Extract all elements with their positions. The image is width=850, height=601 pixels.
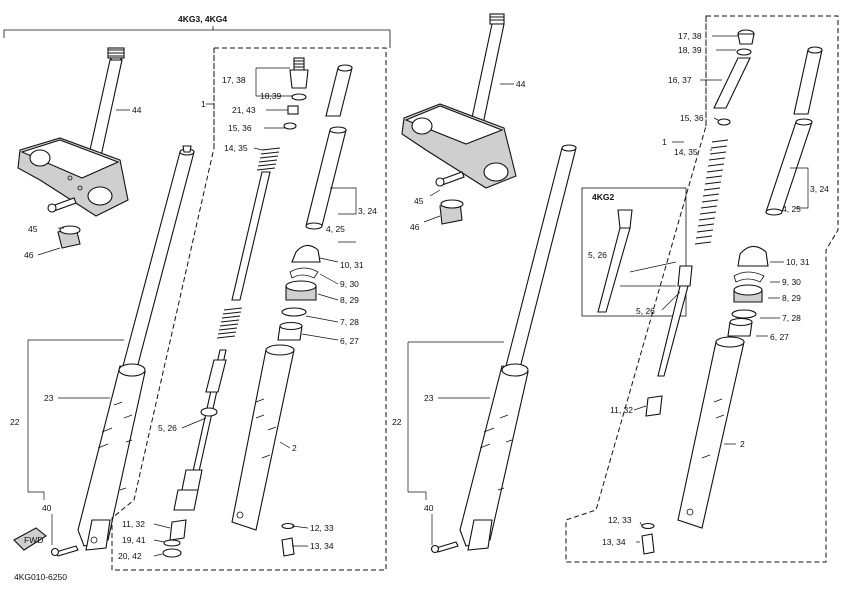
label-12-33: 12, 33 bbox=[310, 523, 334, 533]
right-bolt-40 bbox=[435, 541, 459, 553]
header-bracket bbox=[3, 29, 391, 48]
label-2: 2 bbox=[292, 443, 297, 453]
left-part-11 bbox=[169, 519, 187, 541]
label-18-39: 18,39 bbox=[260, 91, 282, 101]
right-washer-7 bbox=[731, 309, 757, 319]
inset-box-4kg2 bbox=[581, 187, 687, 317]
diagram-code: 4KG010-6250 bbox=[14, 572, 67, 582]
right-part-11 bbox=[645, 395, 663, 417]
r-label-4-25: 4, 25 bbox=[782, 204, 801, 214]
r-label-7-28: 7, 28 bbox=[782, 313, 801, 323]
right-damper-rod bbox=[657, 265, 693, 377]
left-washer-15 bbox=[283, 122, 297, 130]
left-cap-bolt bbox=[289, 57, 309, 101]
label-17-38: 17, 38 bbox=[222, 75, 246, 85]
left-assembly: FWD bbox=[10, 47, 387, 571]
left-group-outline bbox=[111, 47, 387, 571]
label-4-25: 4, 25 bbox=[326, 224, 345, 234]
svg-text:FWD: FWD bbox=[24, 535, 43, 545]
left-clip bbox=[289, 267, 319, 279]
right-washer-12 bbox=[641, 522, 655, 530]
right-washer-15 bbox=[717, 118, 731, 126]
label-21-43: 21, 43 bbox=[232, 105, 256, 115]
right-assembly: 4KG2 bbox=[392, 13, 839, 563]
r-label-12-33: 12, 33 bbox=[608, 515, 632, 525]
left-ring-20 bbox=[162, 548, 182, 558]
label-8-29: 8, 29 bbox=[340, 295, 359, 305]
right-bolt-13 bbox=[641, 533, 655, 555]
label-13-34: 13, 34 bbox=[310, 541, 334, 551]
r-label-14-35: 14, 35 bbox=[674, 147, 698, 157]
label-10-31: 10, 31 bbox=[340, 260, 364, 270]
r-label-8-29: 8, 29 bbox=[782, 293, 801, 303]
r-label-10-31: 10, 31 bbox=[786, 257, 810, 267]
left-bolt-13 bbox=[281, 537, 295, 557]
r-label-44: 44 bbox=[516, 79, 526, 89]
label-6-27: 6, 27 bbox=[340, 336, 359, 346]
r-label-6-27: 6, 27 bbox=[770, 332, 789, 342]
r-label-9-30: 9, 30 bbox=[782, 277, 801, 287]
right-cap-bolt bbox=[736, 29, 755, 56]
label-1: 1 bbox=[201, 99, 206, 109]
r-label-16-37: 16, 37 bbox=[668, 75, 692, 85]
r-label-22: 22 bbox=[392, 417, 402, 427]
r-label-11-32: 11, 32 bbox=[610, 405, 633, 415]
left-tube-3 bbox=[305, 64, 353, 230]
right-group-outline bbox=[565, 15, 839, 563]
left-part-21 bbox=[287, 105, 299, 115]
label-40: 40 bbox=[42, 503, 52, 513]
r-label-13-34: 13, 34 bbox=[602, 537, 626, 547]
r-label-5-26a: 5, 26 bbox=[588, 250, 607, 260]
right-tube-3 bbox=[765, 46, 823, 216]
r-label-18-39: 18, 39 bbox=[678, 45, 702, 55]
right-outer-tube-2 bbox=[677, 336, 745, 529]
left-dust-seal bbox=[291, 244, 321, 263]
front-arrow-icon bbox=[13, 527, 47, 551]
r-label-2: 2 bbox=[740, 439, 745, 449]
label-22: 22 bbox=[10, 417, 20, 427]
right-inner-tube bbox=[505, 147, 577, 369]
left-fork-spring bbox=[216, 147, 281, 339]
label-15-36: 15, 36 bbox=[228, 123, 252, 133]
label-20-42: 20, 42 bbox=[118, 551, 142, 561]
label-45: 45 bbox=[28, 224, 38, 234]
left-inner-tube bbox=[122, 151, 195, 369]
right-outer-tube bbox=[459, 365, 529, 547]
left-washer-19 bbox=[163, 539, 181, 547]
right-spacer-16 bbox=[713, 57, 751, 109]
label-44: 44 bbox=[132, 105, 142, 115]
model-header: 4KG3, 4KG4 bbox=[178, 14, 227, 24]
right-fork-spring bbox=[694, 139, 729, 245]
r-label-17-38: 17, 38 bbox=[678, 31, 702, 41]
right-clip bbox=[733, 271, 765, 283]
label-11-32: 11, 32 bbox=[122, 519, 145, 529]
left-steering-stem bbox=[17, 47, 129, 217]
r-label-46: 46 bbox=[410, 222, 420, 232]
label-9-30: 9, 30 bbox=[340, 279, 359, 289]
r-label-5-26b: 5, 26 bbox=[636, 306, 655, 316]
inset-damper-rod bbox=[597, 209, 633, 313]
label-46: 46 bbox=[24, 250, 34, 260]
left-outer-tube-2 bbox=[231, 344, 295, 531]
r-label-45: 45 bbox=[414, 196, 424, 206]
left-damper-rod bbox=[173, 349, 227, 511]
label-14-35: 14, 35 bbox=[224, 143, 248, 153]
right-dust-seal bbox=[737, 245, 769, 267]
r-label-3-24: 3, 24 bbox=[810, 184, 829, 194]
right-steering-stem bbox=[401, 13, 517, 189]
r-label-40: 40 bbox=[424, 503, 434, 513]
r-label-15-36: 15, 36 bbox=[680, 113, 704, 123]
left-washer-7 bbox=[281, 307, 307, 317]
label-5-26: 5, 26 bbox=[158, 423, 177, 433]
label-23: 23 bbox=[44, 393, 54, 403]
label-3-24: 3, 24 bbox=[358, 206, 377, 216]
inset-title: 4KG2 bbox=[592, 192, 614, 202]
left-bolt-40 bbox=[55, 545, 79, 557]
r-label-1: 1 bbox=[662, 137, 667, 147]
label-7-28: 7, 28 bbox=[340, 317, 359, 327]
r-label-23: 23 bbox=[424, 393, 434, 403]
label-19-41: 19, 41 bbox=[122, 535, 146, 545]
